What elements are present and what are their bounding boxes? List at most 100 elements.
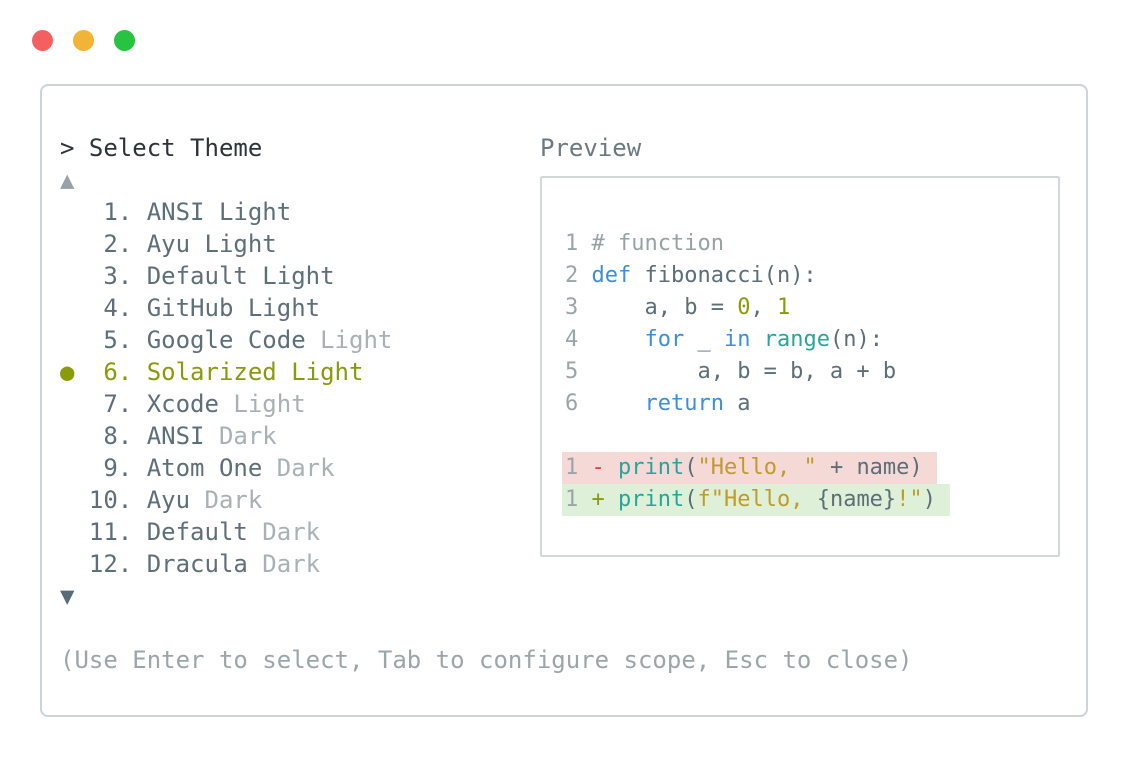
theme-number: 5. [88, 326, 147, 354]
diff-line-removed: 1 - print("Hello, " + name) [562, 452, 1058, 484]
theme-number: 9. [88, 454, 147, 482]
code-line: 2 def fibonacci(n): [565, 260, 1058, 292]
code-line: 6 return a [565, 388, 1058, 420]
code-token: print [618, 487, 685, 512]
theme-list-item[interactable]: 9. Atom One Dark [60, 452, 1068, 484]
theme-list-item[interactable]: 1. ANSI Light [60, 196, 1068, 228]
code-line: 5 a, b = b, a + b [565, 356, 1058, 388]
theme-list-item[interactable]: 2. Ayu Light [60, 228, 1068, 260]
theme-list-item[interactable]: 11. Default Dark [60, 516, 1068, 548]
minimize-button[interactable] [73, 30, 94, 51]
theme-number: 4. [88, 294, 147, 322]
code-blank-line [565, 420, 1058, 452]
selected-bullet [60, 262, 89, 290]
selected-bullet: ● [60, 358, 89, 386]
code-token: in [723, 327, 751, 352]
code-line: 1 # function [565, 228, 1058, 260]
code-token: 1 [776, 295, 791, 320]
code-token [592, 391, 645, 416]
theme-list-item[interactable]: 5. Google Code Light [60, 324, 1068, 356]
theme-number: 7. [88, 390, 147, 418]
code-token: 2 [565, 263, 592, 288]
code-token: 6 [565, 391, 592, 416]
code-token: print [618, 455, 685, 480]
code-token: ( [684, 487, 698, 512]
selected-bullet [60, 518, 89, 546]
scroll-down-icon[interactable]: ▼ [60, 582, 75, 610]
footer-hint: (Use Enter to select, Tab to configure s… [60, 646, 913, 674]
theme-list-item[interactable]: 3. Default Light [60, 260, 1068, 292]
theme-list-item[interactable]: ● 6. Solarized Light [60, 356, 1068, 388]
code-token: (n): [829, 327, 883, 352]
theme-name: Default [146, 518, 248, 546]
selected-bullet [60, 422, 89, 450]
code-token: 1 [565, 487, 592, 512]
close-button[interactable] [32, 30, 53, 51]
theme-variant-label: Dark [247, 550, 321, 578]
theme-name: Default Light [146, 262, 335, 290]
theme-number: 10. [88, 486, 147, 514]
theme-number: 3. [88, 262, 147, 290]
theme-number: 6. [88, 358, 147, 386]
code-token: a [723, 391, 751, 416]
theme-name: Solarized Light [146, 358, 364, 386]
theme-list: 1. ANSI Light 2. Ayu Light 3. Default Li… [60, 196, 1068, 580]
theme-list-item[interactable]: 4. GitHub Light [60, 292, 1068, 324]
code-token: # function [591, 231, 724, 256]
theme-variant-label: Dark [262, 454, 335, 482]
theme-list-item[interactable]: 8. ANSI Dark [60, 420, 1068, 452]
theme-number: 11. [88, 518, 147, 546]
code-token: 5 [565, 359, 592, 384]
code-token: 3 [565, 295, 592, 320]
theme-list-item[interactable]: 7. Xcode Light [60, 388, 1068, 420]
code-token [592, 327, 645, 352]
code-token: def [591, 263, 632, 288]
zoom-button[interactable] [114, 30, 135, 51]
code-token: "Hello, " [697, 455, 817, 480]
scroll-up-icon[interactable]: ▲ [60, 166, 75, 194]
code-token: !" [896, 487, 923, 512]
code-token: ( [684, 455, 698, 480]
selected-bullet [60, 454, 89, 482]
theme-name: ANSI [146, 422, 205, 450]
theme-name: Google Code [146, 326, 306, 354]
code-token: ) [922, 487, 936, 512]
code-token: a, b = [591, 295, 738, 320]
selected-bullet [60, 486, 89, 514]
code-token: , [750, 295, 777, 320]
code-token: _ [684, 327, 724, 352]
code-token: 1 [565, 455, 592, 480]
theme-variant-label: Dark [204, 422, 277, 450]
theme-list-item[interactable]: 10. Ayu Dark [60, 484, 1068, 516]
theme-variant-label: Light [218, 390, 306, 418]
code-token: 1 [565, 231, 592, 256]
selected-bullet [60, 550, 89, 578]
theme-number: 2. [88, 230, 147, 258]
selected-bullet [60, 230, 89, 258]
theme-variant-label: Dark [190, 486, 263, 514]
code-token: range [763, 327, 830, 352]
code-token: f"Hello, [697, 487, 817, 512]
code-token: for [644, 327, 685, 352]
code-token: + name) [816, 455, 923, 480]
code-token: a, b = b, a + b [591, 359, 897, 384]
diff-line-added: 1 + print(f"Hello, {name}!") [562, 484, 1058, 516]
theme-variant-label: Dark [247, 518, 321, 546]
code-token: fibonacci(n): [631, 263, 817, 288]
removed-highlight: 1 - print("Hello, " + name) [562, 452, 937, 484]
theme-name: GitHub Light [146, 294, 321, 322]
window-controls [32, 30, 155, 51]
code-line: 4 for _ in range(n): [565, 324, 1058, 356]
theme-number: 1. [88, 198, 147, 226]
code-token: return [644, 391, 724, 416]
preview-label: Preview [540, 134, 642, 162]
code-token: - [591, 455, 618, 480]
theme-name: ANSI Light [146, 198, 292, 226]
code-token: 4 [565, 327, 592, 352]
theme-name: Dracula [146, 550, 248, 578]
selected-bullet [60, 294, 89, 322]
theme-list-item[interactable]: 12. Dracula Dark [60, 548, 1068, 580]
